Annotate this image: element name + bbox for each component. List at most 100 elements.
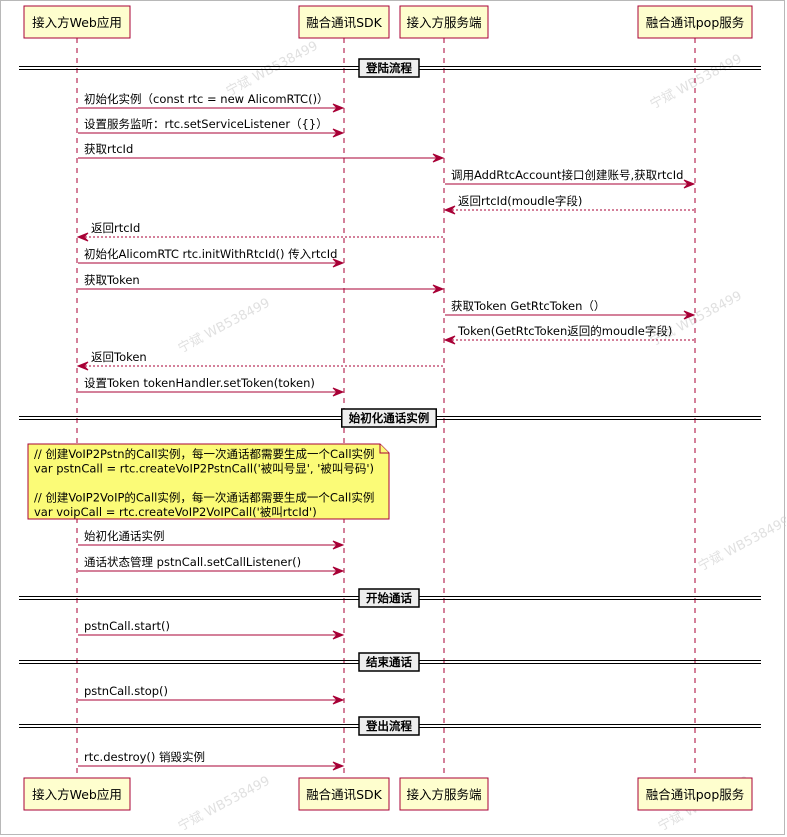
- message-arrowhead: [332, 630, 345, 640]
- participant-label: 接入方服务端: [406, 15, 481, 30]
- section-label-box: [358, 588, 420, 608]
- message-label: Token(GetRtcToken返回的moudle字段): [457, 324, 672, 338]
- message-arrowhead: [332, 387, 345, 397]
- participant-box: [298, 777, 390, 811]
- participant-bottom-2: 接入方服务端: [399, 777, 489, 811]
- section-label: 登出流程: [365, 719, 412, 733]
- message-arrowhead: [332, 540, 345, 550]
- section-label-box: [341, 408, 437, 428]
- note-fold: [379, 444, 389, 454]
- message-10: 返回Token: [76, 350, 443, 371]
- message-12: 始初化通话实例: [78, 529, 345, 550]
- message-label: 获取Token: [84, 273, 140, 287]
- participant-box: [637, 5, 753, 39]
- message-arrowhead: [683, 310, 696, 320]
- message-arrowhead: [332, 128, 345, 138]
- participant-top-3: 融合通讯pop服务: [637, 5, 753, 39]
- code-note: // 创建VoIP2Pstn的Call实例，每一次通话都需要生成一个Call实例…: [27, 443, 390, 520]
- participant-label: 接入方Web应用: [32, 787, 122, 802]
- message-11: 设置Token tokenHandler.setToken(token): [78, 376, 345, 397]
- message-label: 设置服务监听：rtc.setServiceListener（{}）: [84, 117, 328, 131]
- participant-bottom-0: 接入方Web应用: [23, 777, 131, 811]
- participant-box: [637, 777, 753, 811]
- message-5: 返回rtcId: [76, 221, 443, 242]
- message-label: 通话状态管理 pstnCall.setCallListener(): [84, 555, 301, 569]
- message-14: pstnCall.start(): [78, 619, 345, 640]
- message-label: 初始化AlicomRTC rtc.initWithRtcId() 传入rtcId: [84, 247, 337, 261]
- participant-top-0: 接入方Web应用: [23, 5, 131, 39]
- participant-box: [23, 777, 131, 811]
- message-arrowhead: [683, 179, 696, 189]
- section-label-box: [358, 652, 420, 672]
- section-label: 登陆流程: [365, 61, 412, 75]
- message-label: rtc.destroy() 销毁实例: [84, 750, 205, 764]
- message-arrowhead: [76, 361, 89, 371]
- participant-top-1: 融合通讯SDK: [298, 5, 390, 39]
- section-label: 始初化通话实例: [349, 411, 430, 425]
- note-line: var pstnCall = rtc.createVoIP2PstnCall('…: [34, 462, 374, 476]
- message-9: Token(GetRtcToken返回的moudle字段): [443, 324, 694, 345]
- participant-box: [399, 777, 489, 811]
- section-label: 开始通话: [366, 591, 412, 605]
- participant-label: 接入方Web应用: [32, 15, 122, 30]
- participant-bottom-3: 融合通讯pop服务: [637, 777, 753, 811]
- section-separator-1: 始初化通话实例: [19, 408, 761, 428]
- message-label: 获取rtcId: [84, 142, 133, 156]
- section-separator-4: 登出流程: [19, 716, 761, 736]
- watermark-text: 宁斌 WB538499: [223, 38, 320, 100]
- message-6: 初始化AlicomRTC rtc.initWithRtcId() 传入rtcId: [78, 247, 345, 268]
- message-arrowhead: [432, 153, 445, 163]
- message-arrowhead: [76, 232, 89, 242]
- participant-label: 接入方服务端: [406, 787, 481, 802]
- message-label: 返回Token: [91, 350, 147, 364]
- message-label: pstnCall.stop(): [84, 684, 168, 698]
- message-arrowhead: [332, 695, 345, 705]
- message-arrowhead: [443, 335, 456, 345]
- participant-box: [399, 5, 489, 39]
- message-arrowhead: [332, 103, 345, 113]
- message-label: 返回rtcId: [91, 221, 140, 235]
- participant-label: 融合通讯SDK: [306, 787, 383, 802]
- participant-box: [298, 5, 390, 39]
- message-label: 设置Token tokenHandler.setToken(token): [84, 376, 315, 390]
- message-label: pstnCall.start(): [84, 619, 170, 633]
- message-label: 获取Token GetRtcToken（）: [451, 299, 605, 313]
- note-line: // 创建VoIP2Pstn的Call实例，每一次通话都需要生成一个Call实例: [34, 447, 375, 461]
- message-label: 始初化通话实例: [84, 529, 165, 543]
- participant-bottom-1: 融合通讯SDK: [298, 777, 390, 811]
- message-label: 初始化实例（const rtc = new AlicomRTC()）: [84, 92, 329, 106]
- message-8: 获取Token GetRtcToken（）: [445, 299, 696, 320]
- message-0: 初始化实例（const rtc = new AlicomRTC()）: [78, 92, 345, 113]
- participant-box: [23, 5, 131, 39]
- section-separator-3: 结束通话: [19, 652, 761, 672]
- section-label-box: [358, 58, 420, 78]
- participant-top-2: 接入方服务端: [399, 5, 489, 39]
- message-16: rtc.destroy() 销毁实例: [78, 750, 345, 771]
- message-1: 设置服务监听：rtc.setServiceListener（{}）: [78, 117, 345, 138]
- watermark-text: 宁斌 WB538499: [695, 513, 786, 575]
- watermark-text: 宁斌 WB538499: [175, 773, 272, 835]
- participant-label: 融合通讯pop服务: [646, 787, 745, 802]
- message-4: 返回rtcId(moudle字段): [443, 194, 694, 215]
- section-separator-0: 登陆流程: [19, 58, 761, 78]
- message-15: pstnCall.stop(): [78, 684, 345, 705]
- section-separator-2: 开始通话: [19, 588, 761, 608]
- watermark-text: 宁斌 WB538499: [647, 51, 744, 113]
- message-label: 调用AddRtcAccount接口创建账号,获取rtcId: [451, 168, 683, 182]
- message-arrowhead: [332, 761, 345, 771]
- note-line: var voipCall = rtc.createVoIP2VoIPCall('…: [34, 505, 317, 519]
- participant-label: 融合通讯pop服务: [646, 15, 745, 30]
- section-label-box: [358, 716, 420, 736]
- message-3: 调用AddRtcAccount接口创建账号,获取rtcId: [445, 168, 696, 189]
- message-arrowhead: [443, 205, 456, 215]
- message-arrowhead: [432, 284, 445, 294]
- message-arrowhead: [332, 258, 345, 268]
- message-label: 返回rtcId(moudle字段): [458, 194, 582, 208]
- section-label: 结束通话: [365, 655, 412, 669]
- note-box: [27, 443, 390, 520]
- message-7: 获取Token: [78, 273, 445, 294]
- watermark-text: 宁斌 WB538499: [175, 295, 272, 357]
- note-line: // 创建VoIP2VoIP的Call实例，每一次通话都需要生成一个Call实例: [34, 491, 374, 505]
